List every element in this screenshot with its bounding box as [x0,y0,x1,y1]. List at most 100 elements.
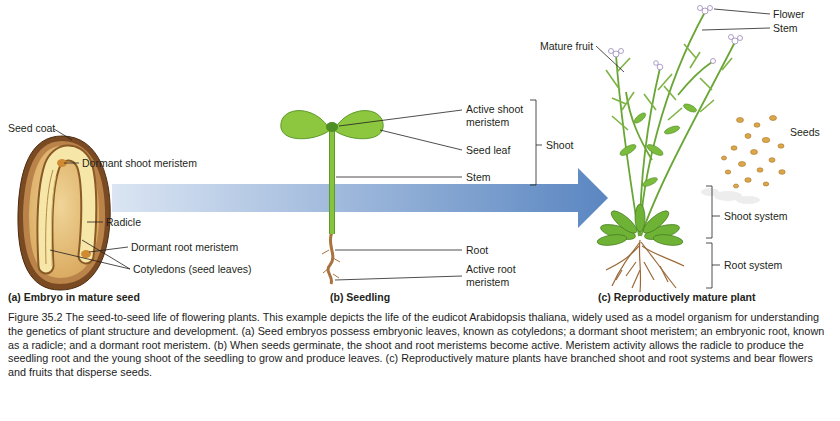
leader-line [596,9,770,72]
part-label: Seed coat [8,122,55,135]
seeds-drawing [762,137,770,142]
flowers [711,59,716,64]
seed-illustration [45,153,89,266]
seed-cloud [701,188,760,204]
panel-label: (c) Reproductively mature plant [598,291,756,304]
seed-illustration [51,176,56,266]
stem-leaves [618,142,637,157]
leader-line [335,250,462,251]
part-label: Root [466,244,488,257]
seeds-drawing [757,168,763,172]
seeds-drawing [745,134,751,139]
seeds-drawing [721,156,726,160]
part-label: Dormant root meristem [131,241,238,254]
seeds-drawing [751,150,758,155]
part-label: Stem [466,171,491,184]
leader-line [339,110,462,126]
bracket-label: Root system [724,259,782,272]
seeds-drawing [721,116,785,189]
stems [640,12,705,236]
seedling-illustration [334,111,383,139]
stem-leaves [682,102,697,113]
bracket [530,100,542,185]
flowers [619,49,624,54]
part-label: Cotyledons (seed leaves) [133,263,251,276]
stems [641,42,735,236]
seeds-drawing [731,146,737,150]
leader-line [380,130,462,150]
leader-line [335,110,462,280]
part-label: Active shoot meristem [466,103,544,129]
leader-line [336,177,462,178]
rosette [652,233,683,247]
seed-cloud [736,196,760,204]
stem-leaves [641,176,658,188]
figure-caption: Figure 35.2 The seed-to-seed life of flo… [8,311,832,380]
progression-arrow [112,168,608,228]
seeds-drawing [737,118,744,123]
flowers [654,61,659,66]
seeds-drawing [733,184,738,188]
leader-line [50,250,130,269]
bracket [706,186,720,288]
flowers [708,6,713,11]
seeds-drawing [745,178,751,183]
stems [678,62,712,95]
bracket-label: Shoot system [724,210,788,223]
stems [616,12,735,236]
seeds-drawing [769,158,775,163]
stems [616,55,639,236]
seedling-illustration [330,130,334,234]
bracket-label: Shoot [546,139,573,152]
part-label: Stem [773,22,798,35]
seeds-drawing [754,123,760,127]
leader-line [82,240,130,269]
flowers [702,8,708,14]
leader-line [702,28,770,30]
leader-line [714,9,770,14]
flowers [738,36,743,41]
leader-line [335,276,462,280]
seeds-drawing [725,170,731,174]
fruits [606,44,732,130]
stem-leaves [663,124,680,135]
root-system-drawing [606,246,639,270]
root-system-drawing [642,246,684,266]
leader-line [64,163,79,164]
part-label: Seeds [790,126,820,139]
seed-illustration [81,250,91,258]
seedling-illustration [329,130,335,234]
bracket [706,186,720,238]
root-system-drawing [639,240,640,292]
rosette [596,233,627,247]
part-label: Active root meristem [466,263,536,289]
seedling-illustration [281,111,330,139]
part-label: Flower [773,8,805,21]
flowers [609,49,614,54]
leader-line [87,222,103,223]
panel-label: (a) Embryo in mature seed [8,291,140,304]
leader-line [596,46,624,72]
mature-plant-illustration [596,6,742,293]
flowers [657,64,663,70]
seedling-illustration [322,250,340,278]
seeds-drawing [778,144,784,148]
leader-line [54,129,72,140]
seed-cloud [701,188,719,196]
seeds-drawing [738,162,745,167]
seedling-illustration [328,232,333,284]
seeds-drawing [770,116,777,121]
progression-arrow [112,168,608,228]
seedling-illustration [326,122,338,132]
stem-leaves [633,111,648,125]
rosette [596,204,683,247]
panel-label: (b) Seedling [330,291,390,304]
root-system-drawing [606,240,684,292]
flowers [729,35,734,40]
leader-line [50,129,130,269]
seed-illustration [45,153,89,266]
fruits [606,44,732,130]
bracket [530,100,542,185]
seeds-drawing [779,170,785,175]
